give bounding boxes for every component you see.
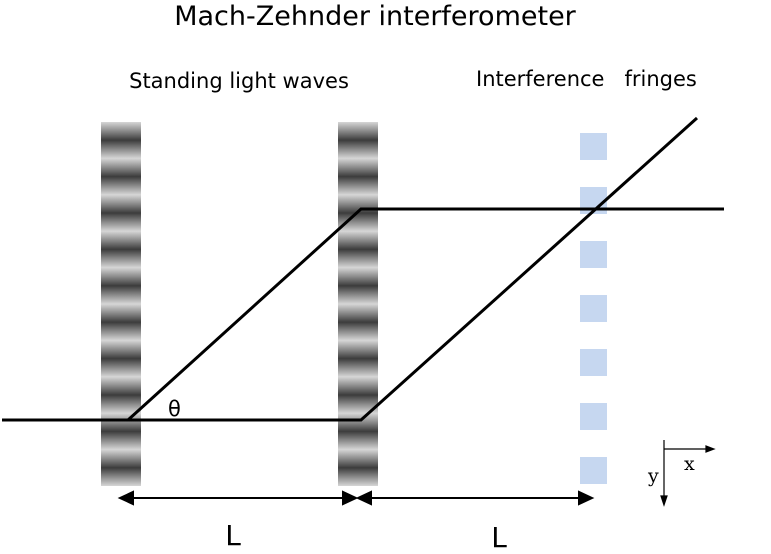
fringe-6 — [580, 403, 607, 430]
fringe-5 — [580, 349, 607, 376]
arrowhead-left-2 — [355, 490, 372, 506]
coordinate-axes — [660, 440, 716, 507]
fringe-3 — [580, 241, 607, 268]
x-axis-arrowhead — [705, 445, 716, 453]
length-label-1: L — [225, 519, 241, 552]
diagram-title: Mach-Zehnder interferometer — [174, 1, 576, 32]
fringe-7 — [580, 457, 607, 484]
x-axis-label: x — [684, 453, 695, 475]
upper-beam-path — [2, 207, 724, 422]
y-axis-label: y — [647, 465, 659, 487]
fringes-label: Interference fringes — [476, 67, 697, 91]
standing-wave-gratings — [101, 122, 378, 486]
arrowhead-right-2 — [578, 490, 595, 506]
standing-wave-grating-2 — [338, 122, 378, 486]
arrowhead-right-1 — [342, 490, 359, 506]
theta-label: θ — [168, 397, 181, 421]
fringe-4 — [580, 295, 607, 322]
standing-waves-label: Standing light waves — [129, 69, 349, 93]
lower-beam-path — [128, 116, 699, 422]
beam-paths — [2, 116, 724, 422]
arrowhead-left-1 — [117, 490, 134, 506]
standing-wave-grating-1 — [101, 122, 141, 486]
distance-arrows — [117, 490, 595, 506]
y-axis-arrowhead — [660, 495, 668, 507]
length-label-2: L — [491, 521, 507, 554]
fringe-1 — [580, 133, 607, 160]
interference-fringes — [580, 133, 607, 484]
